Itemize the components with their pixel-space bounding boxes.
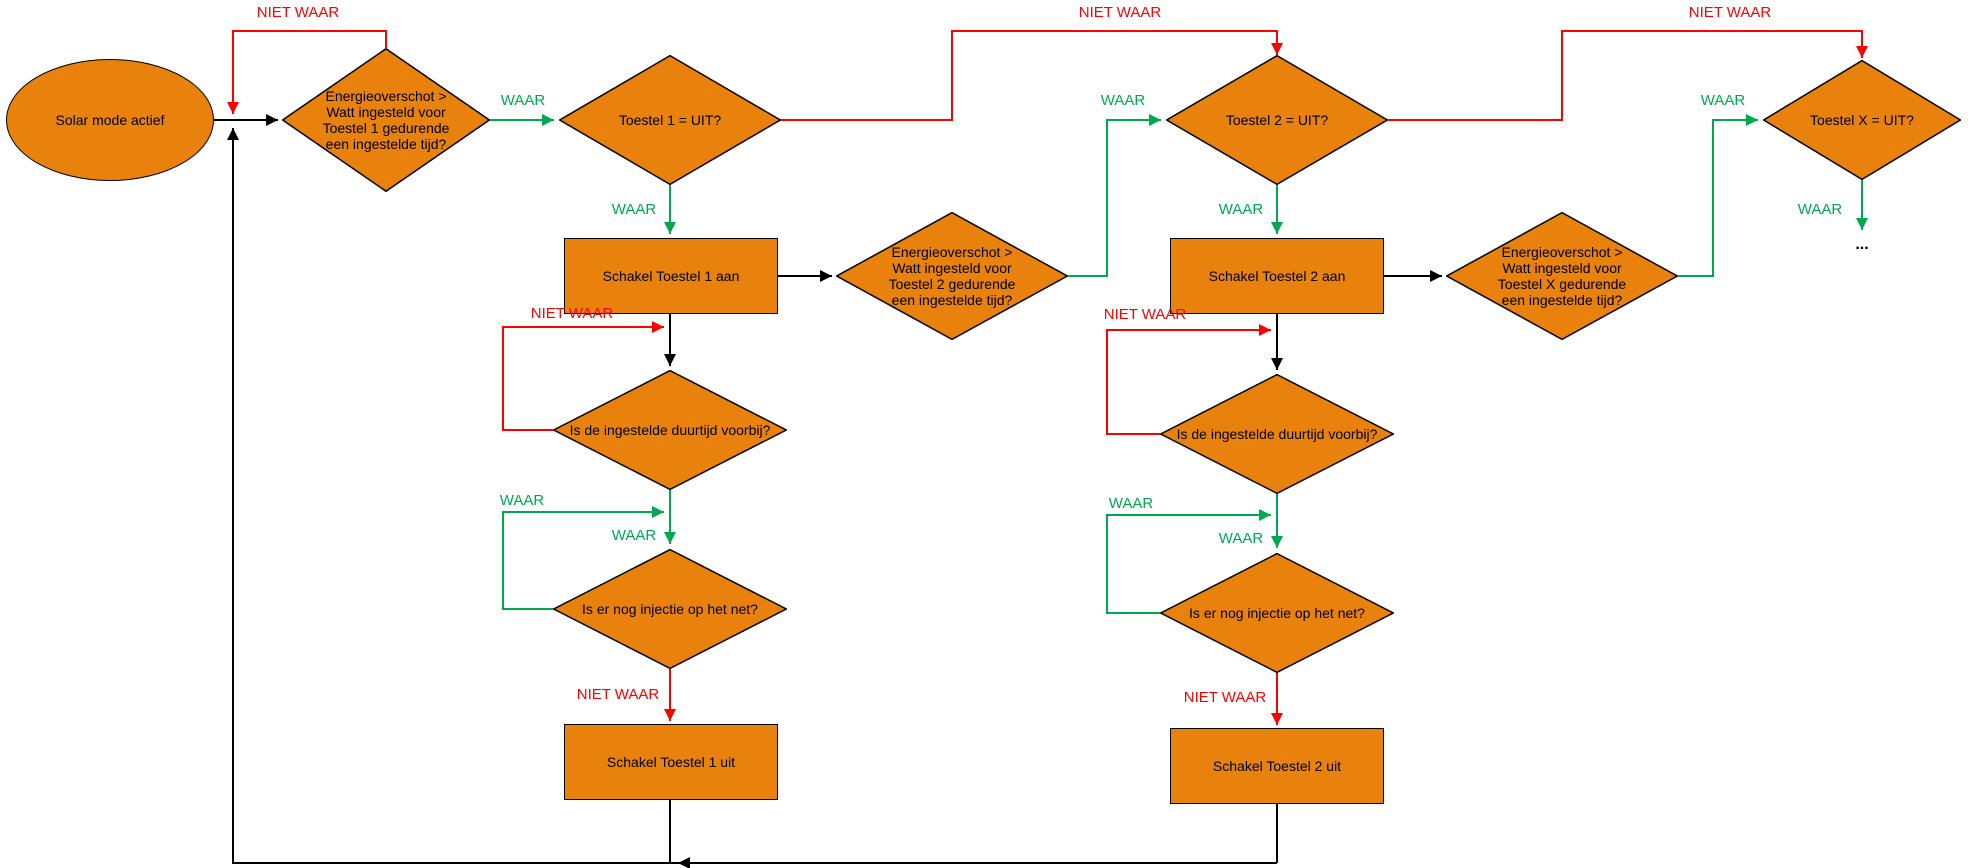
edge-check-energie-1-false-loop xyxy=(227,30,387,114)
decision-energieoverschot-toestel-1: Energieoverschot > Watt ingesteld voor T… xyxy=(282,48,490,192)
continuation-ellipsis: ... xyxy=(1855,236,1869,253)
decision-label: Is er nog injectie op het net? xyxy=(1189,605,1365,621)
diamond-shape xyxy=(1763,60,1961,180)
process-label: Schakel Toestel 2 aan xyxy=(1208,268,1346,284)
decision-label: Is er nog injectie op het net? xyxy=(582,601,758,617)
diamond-shape xyxy=(553,549,787,669)
edge-label-waar-injectie-loop-2: WAAR xyxy=(1108,495,1154,512)
decision-label: Energieoverschot > Watt ingesteld voor T… xyxy=(322,88,450,152)
edge-label-waar-duurtijd-2: WAAR xyxy=(1218,530,1264,547)
edge-label-waar-energie-x: WAAR xyxy=(1700,92,1746,109)
decision-energieoverschot-toestel-x: Energieoverschot > Watt ingesteld voor T… xyxy=(1446,212,1678,340)
start-node-label: Solar mode actief xyxy=(55,112,165,128)
edge-label-niet-waar-energie-1: NIET WAAR xyxy=(256,4,340,21)
diamond-shape xyxy=(282,48,490,192)
decision-energieoverschot-toestel-2: Energieoverschot > Watt ingesteld voor T… xyxy=(836,212,1068,340)
decision-toestel-1-uit: Toestel 1 = UIT? xyxy=(559,55,781,185)
edge-check-energie-2-true xyxy=(1068,114,1161,277)
edge-label-niet-waar-duurtijd-2: NIET WAAR xyxy=(1103,306,1187,323)
diamond-shape xyxy=(559,55,781,185)
edge-label-waar-uit-x: WAAR xyxy=(1797,201,1843,218)
process-label: Schakel Toestel 2 uit xyxy=(1212,758,1342,774)
edge-label-niet-waar-duurtijd-1: NIET WAAR xyxy=(530,305,614,322)
edge-label-niet-waar-injectie-2: NIET WAAR xyxy=(1183,689,1267,706)
decision-label: Energieoverschot > Watt ingesteld voor T… xyxy=(1497,244,1627,308)
edge-label-waar-energie-2: WAAR xyxy=(1100,92,1146,109)
decision-duurtijd-voorbij-2: Is de ingestelde duurtijd voorbij? xyxy=(1160,374,1394,494)
decision-label: Energieoverschot > Watt ingesteld voor T… xyxy=(888,244,1016,308)
decision-toestel-2-uit: Toestel 2 = UIT? xyxy=(1166,55,1388,185)
diamond-shape xyxy=(1160,374,1394,494)
edge-label-waar-energie-1: WAAR xyxy=(500,92,546,109)
decision-injectie-net-1: Is er nog injectie op het net? xyxy=(553,549,787,669)
edge-label-niet-waar-uit-2: NIET WAAR xyxy=(1688,4,1772,21)
edge-check-energie-x-true xyxy=(1678,114,1758,277)
edge-injectie-1-true-loop xyxy=(502,506,664,610)
decision-injectie-net-2: Is er nog injectie op het net? xyxy=(1160,553,1394,673)
diamond-shape xyxy=(1160,553,1394,673)
edge-label-waar-injectie-loop-1: WAAR xyxy=(499,492,545,509)
edge-check-uit-1-false xyxy=(781,30,1283,121)
decision-label: Is de ingestelde duurtijd voorbij? xyxy=(569,422,771,438)
decision-label: Toestel X = UIT? xyxy=(1810,112,1914,128)
decision-label: Is de ingestelde duurtijd voorbij? xyxy=(1176,426,1378,442)
edge-label-waar-uit-2: WAAR xyxy=(1218,201,1264,218)
start-node: Solar mode actief xyxy=(6,59,214,181)
process-label: Schakel Toestel 1 uit xyxy=(606,754,736,770)
process-schakel-toestel-2-uit: Schakel Toestel 2 uit xyxy=(1170,728,1384,804)
diamond-shape xyxy=(836,212,1068,340)
edge-injectie-2-true-loop xyxy=(1106,509,1271,614)
edge-label-niet-waar-injectie-1: NIET WAAR xyxy=(576,686,660,703)
process-schakel-toestel-2-aan: Schakel Toestel 2 aan xyxy=(1170,238,1384,314)
edge-bottom-return-to-start xyxy=(227,128,678,864)
edge-label-niet-waar-uit-1: NIET WAAR xyxy=(1078,4,1162,21)
decision-toestel-x-uit: Toestel X = UIT? xyxy=(1763,60,1961,180)
edge-label-waar-uit-1: WAAR xyxy=(611,201,657,218)
edge-check-uit-2-false xyxy=(1388,30,1868,121)
edge-label-waar-duurtijd-1: WAAR xyxy=(611,527,657,544)
process-schakel-toestel-1-uit: Schakel Toestel 1 uit xyxy=(564,724,778,800)
process-schakel-toestel-1-aan: Schakel Toestel 1 aan xyxy=(564,238,778,314)
edge-duurtijd-2-false-loop xyxy=(1106,324,1271,435)
diamond-shape xyxy=(1166,55,1388,185)
edge-duurtijd-1-false-loop xyxy=(502,321,664,431)
decision-label: Toestel 1 = UIT? xyxy=(618,112,722,128)
diamond-shape xyxy=(553,370,787,490)
diamond-shape xyxy=(1446,212,1678,340)
process-label: Schakel Toestel 1 aan xyxy=(602,268,740,284)
decision-duurtijd-voorbij-1: Is de ingestelde duurtijd voorbij? xyxy=(553,370,787,490)
decision-label: Toestel 2 = UIT? xyxy=(1225,112,1329,128)
